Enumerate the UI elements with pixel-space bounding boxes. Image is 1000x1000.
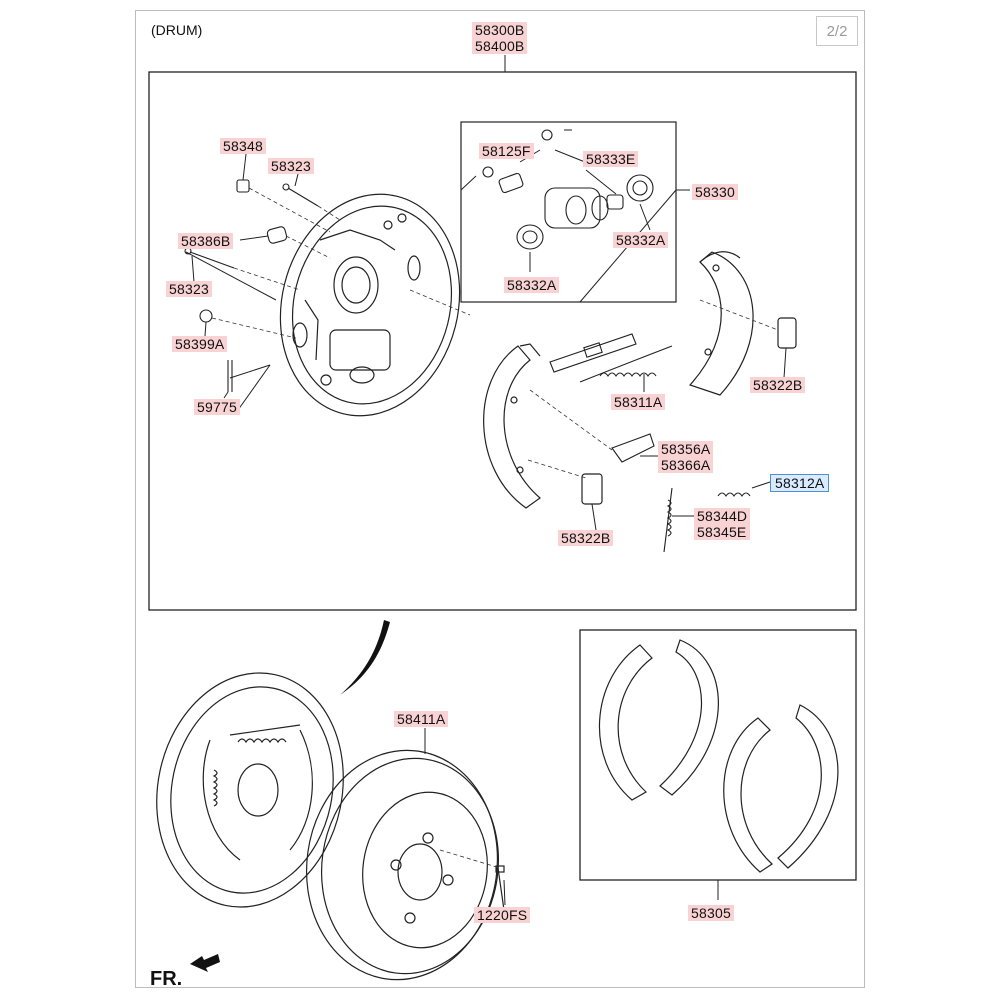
brake-drum [305,749,505,981]
callout-1220fs[interactable]: 1220FS [474,907,531,923]
callout-58323-left[interactable]: 58323 [166,281,212,297]
callout-59775[interactable]: 59775 [194,399,240,415]
arrow-icon [190,954,220,972]
callout-58323-top[interactable]: 58323 [268,158,314,174]
exploded-view-box [148,71,857,611]
callout-58399a[interactable]: 58399A [172,336,228,352]
callout-58356a[interactable]: 58356A 58366A [658,441,714,473]
callout-assembly[interactable]: 58300B 58400B [472,22,528,54]
callout-58125f[interactable]: 58125F [479,143,534,159]
callout-58332a-right[interactable]: 58332A [613,232,669,248]
callout-58322b-right[interactable]: 58322B [750,377,806,393]
callout-58312a[interactable]: 58312A [770,474,830,492]
callout-58322b-bottom[interactable]: 58322B [558,530,614,546]
brake-shoe-kit [598,639,839,873]
page-frame [135,10,865,988]
left-small-parts [184,179,319,392]
callout-58332a-bottom[interactable]: 58332A [504,277,560,293]
assembled-brake [156,672,344,908]
left-brake-shoe [483,343,603,509]
callout-58305[interactable]: 58305 [688,905,734,921]
adjuster-assembly [549,333,751,553]
page-indicator[interactable]: 2/2 [816,16,858,46]
right-brake-shoe [688,251,797,396]
wheel-cylinder-box [460,121,677,303]
detail-arrow [340,620,390,695]
backing-plate [279,193,461,417]
callout-58330[interactable]: 58330 [692,184,738,200]
callout-58411a[interactable]: 58411A [394,711,449,727]
front-label: FR. [150,968,183,990]
callout-58333e[interactable]: 58333E [583,151,639,167]
wheel-cylinder [482,129,654,250]
shoe-kit-box [579,629,857,881]
drum-label: (DRUM) [151,22,203,38]
callout-58344d[interactable]: 58344D 58345E [694,508,751,540]
callout-58348[interactable]: 58348 [220,138,266,154]
callout-58386b[interactable]: 58386B [178,233,234,249]
callout-58311a[interactable]: 58311A [611,394,666,410]
